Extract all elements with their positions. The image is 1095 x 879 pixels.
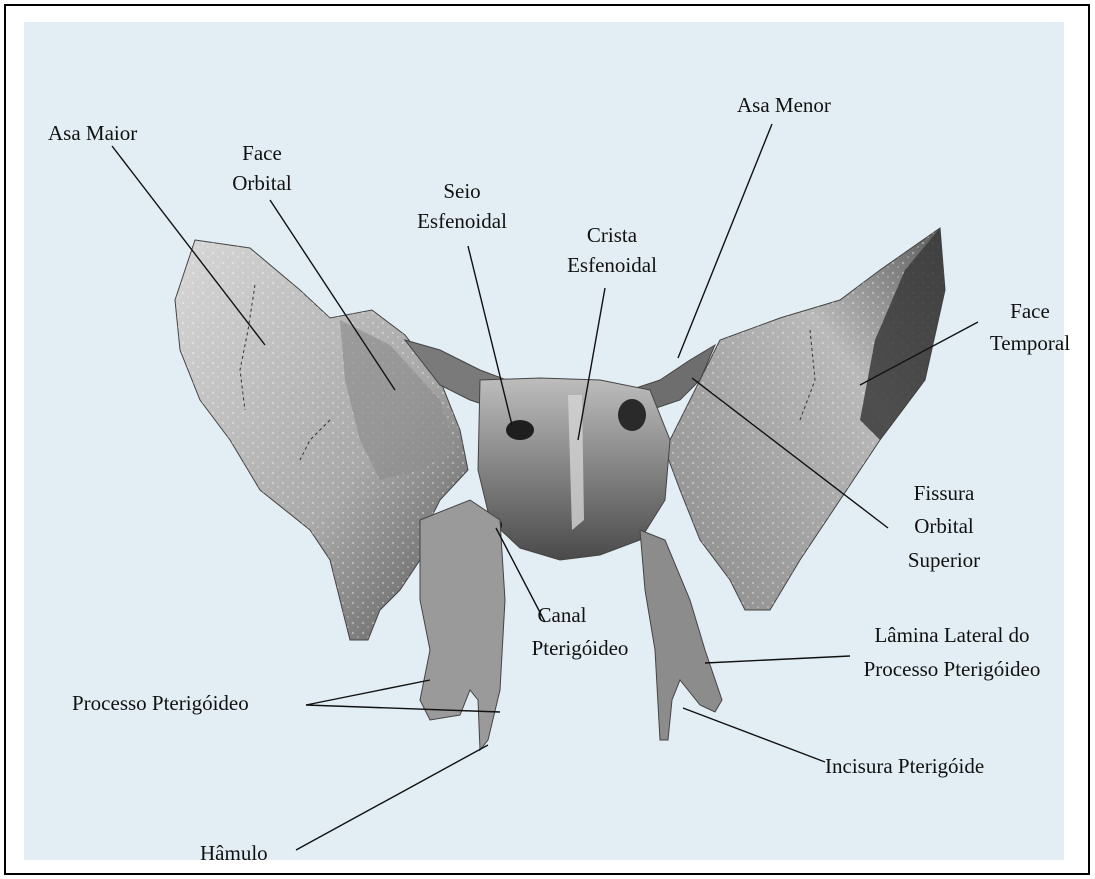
leader-incisura bbox=[683, 708, 825, 762]
right-pterygoid-process bbox=[640, 530, 722, 740]
label-fissura-line3: Superior bbox=[908, 548, 980, 572]
label-lamina-line2: Processo Pterigóideo bbox=[864, 657, 1041, 681]
label-incisura: Incisura Pterigóide bbox=[825, 754, 984, 778]
left-sinus-opening bbox=[506, 420, 534, 440]
label-lamina-line1: Lâmina Lateral do bbox=[874, 623, 1029, 647]
label-face-orbital-line1: Face bbox=[242, 141, 282, 165]
label-hamulo: Hâmulo bbox=[200, 841, 268, 865]
leader-processo-1 bbox=[306, 680, 430, 705]
label-fissura-line2: Orbital bbox=[914, 514, 974, 538]
leader-processo-2 bbox=[306, 705, 500, 712]
label-face-temporal-line2: Temporal bbox=[990, 331, 1070, 355]
label-asa-maior: Asa Maior bbox=[48, 121, 137, 145]
label-fissura-line1: Fissura bbox=[914, 481, 975, 505]
label-crista-line1: Crista bbox=[587, 223, 638, 247]
label-canal-line1: Canal bbox=[538, 603, 587, 627]
label-crista-line2: Esfenoidal bbox=[567, 253, 657, 277]
sphenoid-bone bbox=[175, 228, 945, 750]
label-face-orbital-line2: Orbital bbox=[232, 171, 292, 195]
leader-lamina-lateral bbox=[705, 656, 850, 663]
leader-asa-menor bbox=[678, 124, 772, 358]
left-pterygoid-process bbox=[420, 500, 505, 750]
label-canal-line2: Pterigóideo bbox=[532, 636, 629, 660]
label-face-temporal-line1: Face bbox=[1010, 299, 1050, 323]
label-asa-menor: Asa Menor bbox=[737, 93, 831, 117]
label-processo-pterigoideo: Processo Pterigóideo bbox=[72, 691, 249, 715]
right-sinus-opening bbox=[618, 399, 646, 431]
label-seio-line1: Seio bbox=[443, 179, 480, 203]
leader-hamulo bbox=[296, 745, 488, 850]
label-seio-line2: Esfenoidal bbox=[417, 209, 507, 233]
